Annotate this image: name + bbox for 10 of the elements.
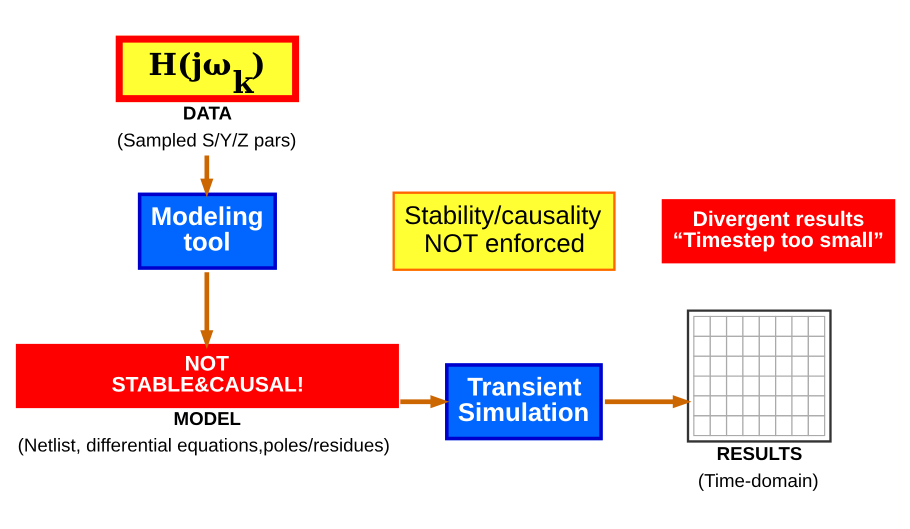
arrow — [200, 272, 214, 349]
arrow — [200, 156, 214, 198]
node-label: (Time-domain) — [698, 470, 819, 491]
arrow — [604, 395, 692, 408]
node-label: DATA — [182, 102, 232, 124]
node-label: (Sampled S/Y/Z pars) — [116, 129, 296, 150]
node-label: MODEL — [174, 408, 241, 429]
node-label: RESULTS — [716, 442, 802, 464]
arrow — [400, 395, 450, 408]
node-label: (Netlist, differential equations,poles/residues) — [18, 434, 390, 456]
